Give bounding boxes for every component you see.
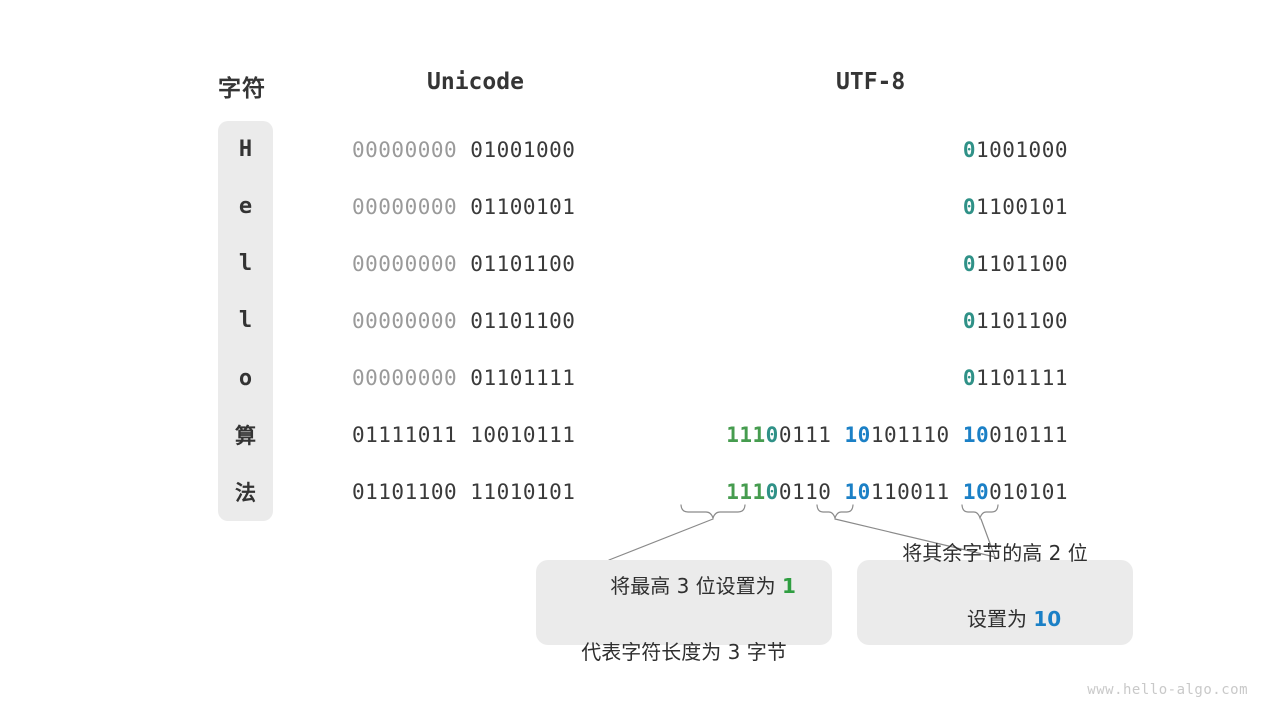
callout-leading-bits: 将最高 3 位设置为 1 代表字符长度为 3 字节 (536, 560, 832, 664)
unicode-high-byte: 00000000 (352, 251, 471, 276)
utf8-bit-group-dark: 1001000 (975, 137, 1068, 162)
unicode-low-byte: 01100101 (470, 194, 576, 219)
callout-2-line-2: 设置为 10 (929, 570, 1061, 669)
callout-1-line-1: 将最高 3 位设置为 1 (572, 537, 796, 636)
utf8-bit-group-teal: 0 (962, 194, 976, 219)
utf8-bit-group-teal: 0 (962, 137, 976, 162)
utf8-bit-group-teal: 0 (765, 423, 779, 448)
callout-2-line-1: 将其余字节的高 2 位 (902, 540, 1088, 565)
callout-continuation-bits: 将其余字节的高 2 位 设置为 10 (857, 541, 1133, 645)
unicode-low-byte: 01101100 (470, 308, 576, 333)
character-cell: e (238, 194, 253, 220)
unicode-low-byte: 01101100 11010101 (352, 480, 576, 505)
callout-2-highlight: 10 (1033, 606, 1062, 631)
utf8-bit-group-dark: 1101100 (975, 308, 1068, 333)
unicode-cell: 00000000 01101100 (352, 235, 575, 292)
column-header-character: 字符 (218, 76, 266, 102)
utf8-bit-group-dark: 010101 (989, 480, 1068, 505)
utf8-bit-group-dark: 0111 (778, 423, 845, 448)
column-header-unicode: Unicode (427, 69, 524, 95)
utf8-bit-group-blue: 10 (962, 423, 990, 448)
utf8-bit-group-teal: 0 (962, 308, 976, 333)
unicode-cell: 00000000 01001000 (352, 121, 575, 178)
utf8-bit-group-blue: 10 (844, 423, 871, 448)
unicode-cell: 00000000 01101100 (352, 292, 575, 349)
character-cell: l (238, 251, 253, 277)
unicode-low-byte: 01001000 (470, 137, 576, 162)
unicode-cell: 00000000 01100101 (352, 178, 575, 235)
watermark: www.hello-algo.com (1087, 682, 1248, 698)
utf8-bit-group-dark: 0110 (778, 480, 845, 505)
character-cell: H (238, 137, 253, 163)
utf8-bit-group-dark: 1100101 (975, 194, 1068, 219)
unicode-high-byte: 00000000 (352, 194, 471, 219)
unicode-high-byte: 00000000 (352, 366, 471, 391)
character-cell: l (238, 308, 253, 334)
utf8-bit-group-teal: 0 (962, 366, 976, 391)
unicode-high-byte: 00000000 (352, 137, 471, 162)
utf8-bit-group-teal: 0 (765, 480, 779, 505)
callout-1-line-2: 代表字符长度为 3 字节 (581, 639, 787, 664)
utf8-bit-group-dark: 1101111 (975, 366, 1068, 391)
unicode-high-byte: 00000000 (352, 308, 471, 333)
unicode-cell: 00000000 01101111 (352, 350, 575, 407)
utf8-bit-group-teal: 0 (962, 251, 976, 276)
unicode-cell: 01111011 10010111 (352, 407, 575, 464)
callout-1-line-1-text: 将最高 3 位设置为 (610, 573, 783, 598)
callout-1-highlight: 1 (782, 573, 796, 598)
column-header-utf8: UTF-8 (836, 69, 906, 95)
utf8-bit-group-blue: 10 (844, 480, 871, 505)
unicode-low-byte: 01101100 (470, 251, 576, 276)
character-cell: o (238, 365, 253, 391)
utf8-bit-group-green: 111 (726, 480, 766, 505)
unicode-low-byte: 01111011 10010111 (352, 423, 576, 448)
utf8-bit-group-green: 111 (726, 423, 766, 448)
utf8-bit-group-dark: 1101100 (975, 251, 1068, 276)
unicode-low-byte: 01101111 (470, 366, 576, 391)
character-cell: 法 (235, 481, 256, 506)
unicode-cell: 01101100 11010101 (352, 464, 575, 521)
callout-2-line-2-text: 设置为 (966, 606, 1034, 631)
character-cell: 算 (235, 424, 256, 449)
utf8-bit-group-dark: 010111 (989, 423, 1068, 448)
utf8-bit-group-dark: 101110 (870, 423, 963, 448)
utf8-bit-group-dark: 110011 (870, 480, 963, 505)
utf8-bit-group-blue: 10 (962, 480, 990, 505)
